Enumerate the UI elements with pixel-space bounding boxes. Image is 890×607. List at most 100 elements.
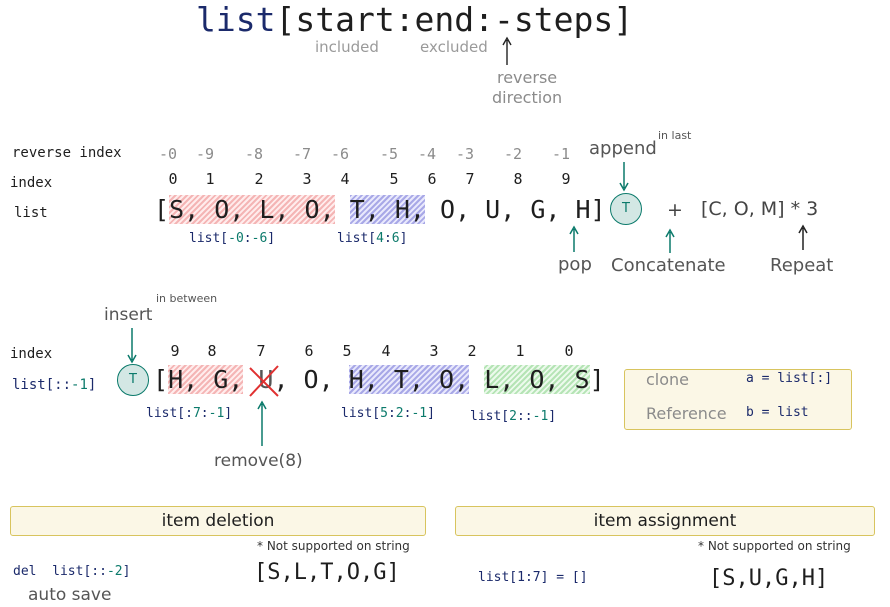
slice2-sep: : [383, 231, 392, 246]
slice3-num2: -1 [208, 406, 225, 421]
clone-code: a = list[:] [746, 371, 833, 386]
list-values: [S, O, L, O, T, H, O, U, G, H] [154, 194, 606, 226]
reverse-index-6: -4 [417, 145, 437, 163]
slice5-code: list[ [470, 409, 510, 424]
slice-label-1: list[-0:-6] [189, 231, 275, 246]
append-label: append [589, 138, 657, 159]
slice1-sep: : [243, 231, 252, 246]
title-list: list [196, 0, 276, 39]
list2-highlight-blue: H, T, O, [348, 365, 470, 394]
insert-label: insert [104, 305, 153, 325]
reverse-index-0: -0 [158, 145, 178, 163]
index-2: 2 [254, 170, 264, 188]
item-assignment-header: item assignment [455, 506, 875, 536]
slice1-num2: -6 [251, 231, 268, 246]
slice5-num2: -1 [532, 409, 549, 424]
index-3: 3 [302, 170, 312, 188]
list-close-bracket: ] [590, 195, 606, 224]
list-rest: O, U, G, H [424, 195, 591, 224]
index-7: 7 [465, 170, 475, 188]
index2-5: 4 [381, 342, 391, 360]
slice-label-3: list[:7:-1] [146, 406, 232, 421]
included-note: included [315, 38, 379, 56]
list-highlight-blue: T, H, [349, 195, 425, 224]
list2-close-bracket: ] [589, 365, 605, 394]
slice4-end: ] [427, 406, 435, 421]
index-4: 4 [340, 170, 350, 188]
excluded-note: excluded [420, 38, 488, 56]
clone-label: clone [646, 370, 690, 389]
reverse-index-label: reverse index [12, 145, 122, 161]
index2-6: 3 [429, 342, 439, 360]
concatenate-arrow-icon [665, 228, 675, 253]
slice5-end: ] [548, 409, 557, 424]
reverse-index-2: -8 [244, 145, 264, 163]
reverse-arrow-icon [502, 36, 512, 65]
reference-label: Reference [646, 404, 727, 423]
slice2-num2: 6 [391, 231, 400, 246]
slice1-num: -0 [228, 231, 244, 246]
clone-reference-box [624, 369, 852, 430]
deletion-num: -2 [106, 564, 123, 579]
list2-mid: , O, [273, 365, 349, 394]
slice-label-5: list[2::-1] [470, 409, 556, 424]
insert-note: in between [156, 292, 218, 305]
reverse-note: reverse direction [492, 68, 562, 108]
deletion-result: [S,L,T,O,G] [254, 560, 400, 585]
assignment-note: * Not supported on string [698, 539, 851, 553]
pop-label: pop [558, 254, 592, 275]
remove-arrow-icon [257, 400, 267, 446]
list2-label-end: ] [87, 377, 97, 393]
index-label-2: index [10, 346, 53, 362]
list2-struck-item: U [258, 365, 274, 394]
index2-7: 2 [467, 342, 477, 360]
item-deletion-header: item deletion [10, 506, 426, 536]
list2-highlight-green: L, O, S [484, 365, 590, 394]
assignment-code: list[1:7] = [] [478, 570, 588, 585]
list-reversed-label: list[::-1] [12, 377, 96, 393]
title-slice: [start:end:-steps] [275, 0, 634, 39]
reverse-index-7: -3 [455, 145, 475, 163]
slice3-sep: : [200, 406, 209, 421]
repeat-expression: [C, O, M] * 3 [701, 198, 819, 220]
reverse-note-line1: reverse [496, 68, 558, 87]
index2-2: 7 [256, 342, 266, 360]
list-open-bracket: [ [154, 195, 170, 224]
slice1-code: list[ [189, 231, 229, 246]
index2-4: 5 [342, 342, 352, 360]
reference-code: b = list [746, 405, 809, 420]
slice3-num: 7 [192, 406, 201, 421]
auto-save-label: auto save [28, 585, 112, 605]
slice4-sep2: : [403, 406, 412, 421]
repeat-arrow-icon [798, 224, 808, 250]
list-label: list [14, 205, 48, 221]
slice4-num3: -1 [411, 406, 428, 421]
deletion-note: * Not supported on string [257, 539, 410, 553]
reverse-index-4: -6 [330, 145, 350, 163]
item-deletion-title: item deletion [161, 511, 275, 531]
concatenate-label: Concatenate [611, 255, 726, 276]
slice4-sep: : [387, 406, 396, 421]
append-note: in last [658, 129, 692, 142]
slice3-code: list[: [146, 406, 193, 421]
slice2-num: 4 [376, 231, 384, 246]
deletion-code-text: list[:: [52, 564, 107, 579]
index-9: 9 [561, 170, 571, 188]
list2-label-num: -1 [71, 377, 88, 393]
index2-8: 1 [515, 342, 525, 360]
deletion-end: ] [122, 564, 131, 579]
list2-open-bracket: [ [153, 365, 169, 394]
item-assignment-title: item assignment [593, 511, 737, 531]
index2-9: 0 [564, 342, 574, 360]
append-item-circle: T [610, 193, 642, 225]
slice2-code: list[ [337, 231, 377, 246]
slice-label-2: list[4:6] [337, 231, 407, 246]
repeat-label: Repeat [770, 255, 834, 276]
index-5: 5 [389, 170, 399, 188]
slice4-num2: 2 [395, 406, 404, 421]
insert-arrow-icon [127, 328, 137, 364]
slice4-num: 5 [380, 406, 388, 421]
insert-item-circle: T [117, 364, 149, 396]
title: list[start:end:-steps] [196, 0, 633, 40]
index-1: 1 [205, 170, 215, 188]
